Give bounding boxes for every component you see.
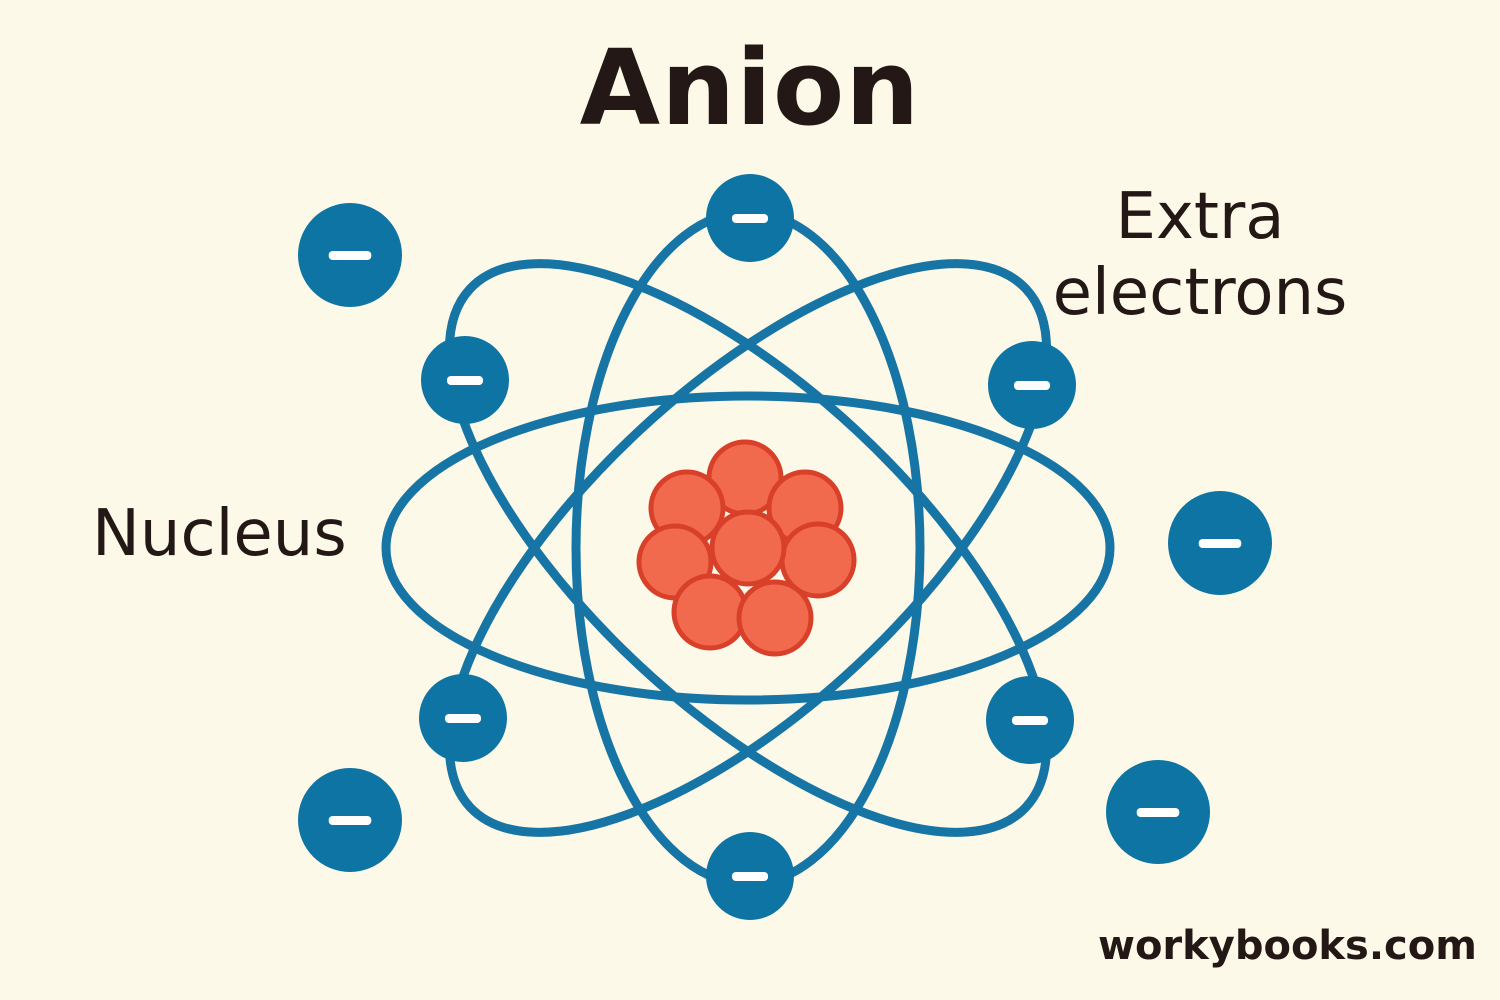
orbit-horizontal [381,391,1115,705]
orbit-diagonal-left [444,259,1052,837]
extra-electrons-label: Extra electrons [1040,180,1360,331]
nucleus [636,439,857,657]
orbit-electron [986,676,1074,764]
minus-sign-icon [1013,381,1051,390]
orbit-electron [421,336,509,424]
free-electron [1168,491,1272,595]
minus-sign-icon [731,214,769,223]
minus-sign-icon [1136,808,1180,817]
orbit-electron [706,832,794,920]
orbit-electron [419,674,507,762]
minus-sign-icon [1011,716,1049,725]
nucleon [671,573,749,651]
extra-electrons-label-line1: Extra [1115,180,1285,254]
nucleus-label: Nucleus [92,497,347,571]
free-electron [298,203,402,307]
orbits [381,207,1115,889]
nucleon [709,509,787,587]
minus-sign-icon [1198,539,1242,548]
free-electron [1106,760,1210,864]
orbit-electron [988,341,1076,429]
orbit-diagonal-right [444,259,1052,837]
minus-sign-icon [731,872,769,881]
watermark: workybooks.com [1098,923,1477,969]
nucleon [736,579,814,657]
diagram-title: Anion [579,27,921,149]
minus-sign-icon [328,816,372,825]
electrons [298,174,1272,920]
free-electron [298,768,402,872]
extra-electrons-label-line2: electrons [1052,255,1348,330]
minus-sign-icon [328,251,372,260]
minus-sign-icon [446,376,484,385]
minus-sign-icon [444,714,482,723]
orbit-electron [706,174,794,262]
